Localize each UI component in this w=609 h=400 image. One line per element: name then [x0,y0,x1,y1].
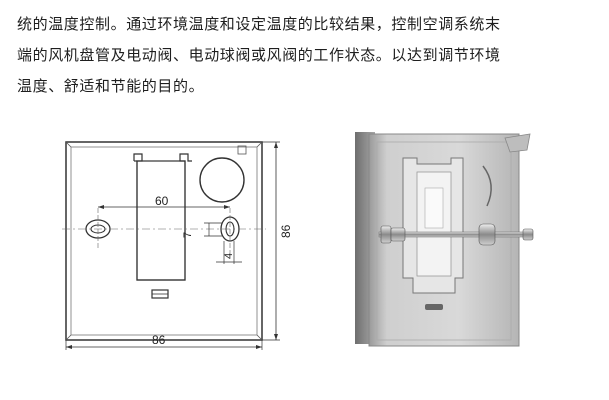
plate-inner-outline [70,146,258,336]
description-line-3: 温度、舒适和节能的目的。 [17,77,205,95]
description-line-1: 统的温度控制。通过环境温度和设定温度的比较结果，控制空调系统末 [17,15,501,33]
round-cutout [199,157,245,203]
dim-86-width-label: 86 [152,333,166,347]
dim-86-height-label: 86 [279,224,292,238]
dimension-drawing: 60 7 4 86 86 [62,141,292,350]
channel-body [136,160,186,281]
dim-4-label: 4 [223,253,235,259]
description-line-2: 端的风机盘管及电动阀、电动球阀或风阀的工作状态。以达到调节环境 [17,46,501,64]
dim-7-label: 7 [182,232,194,238]
dim-60-label: 60 [155,194,169,208]
product-back-photo [355,132,534,347]
